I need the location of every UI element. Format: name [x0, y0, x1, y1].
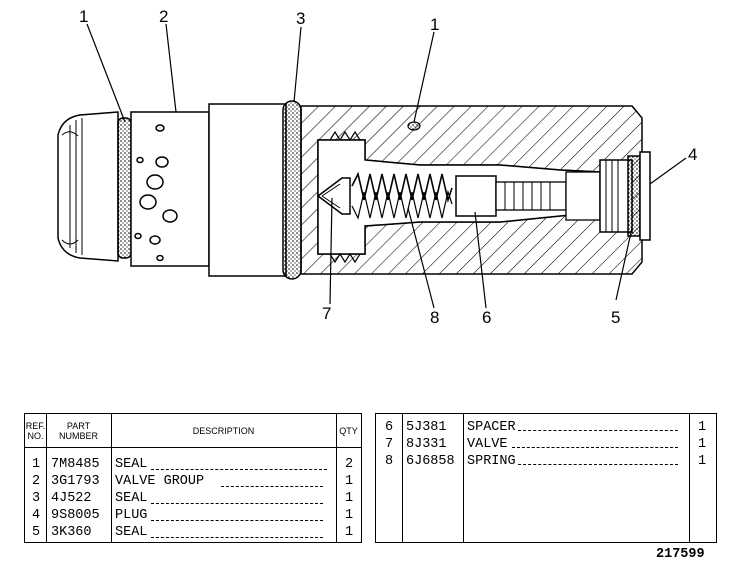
table-row: 2 3G1793 VALVE GROUP 1: [32, 474, 354, 489]
callout-1: 1: [79, 7, 89, 26]
figure-number: 217599: [656, 547, 705, 562]
callout-3: 3: [296, 9, 306, 28]
table-row: 3 4J522 SEAL 1: [32, 491, 354, 506]
table-row: 8 6J6858 SPRING 1: [385, 454, 707, 469]
groove-seal: [407, 121, 421, 131]
valve-group-body: [130, 111, 210, 267]
header-ref: REF.NO.: [25, 414, 46, 448]
seal-left: [117, 117, 132, 259]
leader-lines: [86, 23, 687, 309]
callout-5: 5: [611, 308, 621, 327]
o-ring-seal: [282, 100, 302, 280]
callout-1b: 1: [430, 15, 440, 34]
callout-2: 2: [159, 7, 169, 26]
plug: [599, 159, 633, 233]
table-row: 6 5J381 SPACER 1: [385, 420, 707, 435]
spacer: [455, 175, 497, 217]
internal-threads: [329, 130, 361, 264]
poppet-valve: [316, 177, 351, 215]
plug-seal: [627, 155, 641, 237]
callout-4: 4: [688, 145, 698, 164]
threaded-end: [57, 111, 119, 262]
table-row: 5 3K360 SEAL 1: [32, 525, 354, 540]
parts-table-right: 6 5J381 SPACER 1 7 8J331 VALVE 1 8 6J685…: [375, 413, 717, 543]
header-qty: QTY: [336, 414, 361, 448]
table-row: 4 9S8005 PLUG 1: [32, 508, 354, 523]
callout-6: 6: [482, 308, 492, 327]
header-description: DESCRIPTION: [111, 414, 336, 448]
valve-cross-section-drawing: [57, 23, 687, 309]
callout-7: 7: [322, 304, 332, 323]
table-row: 1 7M8485 SEAL 2: [32, 457, 354, 472]
table-row: 7 8J331 VALVE 1: [385, 437, 707, 452]
callout-8: 8: [430, 308, 440, 327]
adjusting-screw: [495, 171, 601, 221]
